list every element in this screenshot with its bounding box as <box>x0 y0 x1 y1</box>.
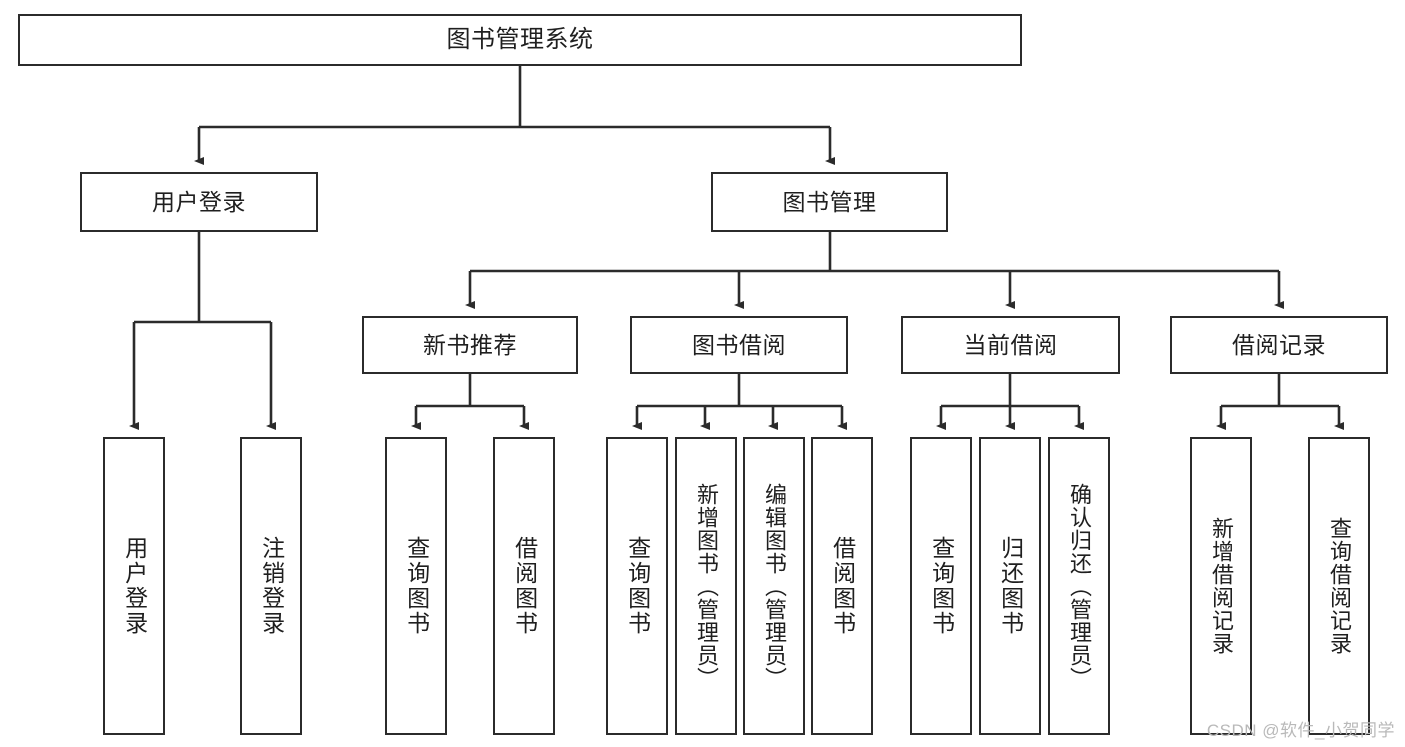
leaf-book-borrow-edit[interactable]: 编辑图书（管理员） <box>743 437 805 735</box>
node-label: 用户登录 <box>152 188 246 215</box>
leaf-borrow-record-add[interactable]: 新增借阅记录 <box>1190 437 1252 735</box>
node-borrow-record[interactable]: 借阅记录 <box>1170 316 1388 374</box>
leaf-label: 查询图书 <box>624 536 651 636</box>
node-label: 图书借阅 <box>692 331 786 358</box>
leaf-label: 新增借阅记录 <box>1208 517 1234 655</box>
node-current-borrow[interactable]: 当前借阅 <box>901 316 1120 374</box>
node-label: 图书管理 <box>782 188 877 215</box>
node-user-login[interactable]: 用户登录 <box>80 172 318 232</box>
leaf-current-borrow-confirm-return[interactable]: 确认归还（管理员） <box>1048 437 1110 735</box>
node-root-system[interactable]: 图书管理系统 <box>18 14 1022 66</box>
leaf-label: 查询借阅记录 <box>1326 517 1352 655</box>
leaf-new-book-query[interactable]: 查询图书 <box>385 437 447 735</box>
leaf-label: 借阅图书 <box>829 536 856 636</box>
node-book-management[interactable]: 图书管理 <box>711 172 948 232</box>
leaf-label: 归还图书 <box>997 536 1024 636</box>
node-label: 图书管理系统 <box>446 26 594 54</box>
leaf-current-borrow-query[interactable]: 查询图书 <box>910 437 972 735</box>
leaf-borrow-record-query[interactable]: 查询借阅记录 <box>1308 437 1370 735</box>
leaf-label: 用户登录 <box>121 536 148 636</box>
leaf-user-login-login[interactable]: 用户登录 <box>103 437 165 735</box>
node-book-borrow[interactable]: 图书借阅 <box>630 316 848 374</box>
node-new-book-recommend[interactable]: 新书推荐 <box>362 316 578 374</box>
leaf-book-borrow-add[interactable]: 新增图书（管理员） <box>675 437 737 735</box>
leaf-book-borrow-borrow[interactable]: 借阅图书 <box>811 437 873 735</box>
leaf-book-borrow-query[interactable]: 查询图书 <box>606 437 668 735</box>
node-label: 借阅记录 <box>1232 331 1326 358</box>
leaf-label: 编辑图书（管理员） <box>761 482 787 690</box>
leaf-label: 查询图书 <box>403 536 430 636</box>
leaf-label: 借阅图书 <box>511 536 538 636</box>
leaf-label: 确认归还（管理员） <box>1066 482 1092 690</box>
watermark-text: CSDN @软件_小贺同学 <box>1206 721 1395 740</box>
node-label: 新书推荐 <box>423 331 517 358</box>
leaf-label: 注销登录 <box>258 536 285 636</box>
leaf-current-borrow-return[interactable]: 归还图书 <box>979 437 1041 735</box>
leaf-label: 新增图书（管理员） <box>693 482 719 690</box>
leaf-label: 查询图书 <box>928 536 955 636</box>
leaf-user-login-logout[interactable]: 注销登录 <box>240 437 302 735</box>
leaf-new-book-borrow[interactable]: 借阅图书 <box>493 437 555 735</box>
node-label: 当前借阅 <box>963 331 1058 358</box>
